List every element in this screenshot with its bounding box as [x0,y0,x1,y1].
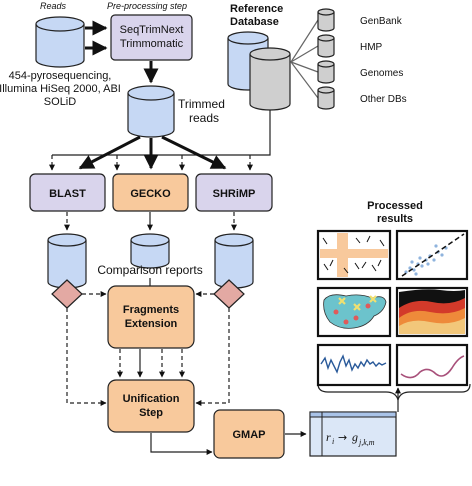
other-dbs-label: Other DBs [360,94,407,105]
shrimp-box [195,173,273,212]
trimmed-label-2: reads [189,111,219,125]
scatter-trend-icon [395,229,469,281]
platform-line-1: 454-pyrosequencing, [9,70,112,82]
genbank-label: GenBank [360,16,403,27]
fragments-label-1: Fragments [123,304,179,316]
reads-caption: Reads [40,1,67,11]
blast-box [29,173,106,212]
formula-arrow: → [338,431,347,444]
blast-label: BLAST [49,188,86,200]
formula-left-sub: i [332,437,334,446]
gecko-box [112,173,189,212]
formula-left: r [326,430,331,444]
reference-label-1: Reference [230,3,283,15]
genomes-label: Genomes [360,68,403,79]
platform-line-2: Illumina HiSeq 2000, ABI [0,83,121,95]
processed-label-2: results [377,213,413,225]
mapping-table: r i → g j,k,m [309,411,397,457]
gecko-report-cylinder-icon [130,233,170,269]
trimmomatic-label: Trimmomatic [120,38,184,50]
seqtrimnext-label: SeqTrimNext [120,24,184,36]
unification-label-2: Step [139,407,163,419]
gmap-box [213,409,285,459]
shrimp-report-cylinder-icon [214,233,254,289]
hmp-label: HMP [360,42,383,53]
preprocessing-box [110,14,193,61]
other-dbs-cylinder-icon [317,86,335,110]
noisy-line-icon [316,343,392,387]
genbank-cylinder-icon [317,8,335,32]
map-markers-icon [316,286,392,338]
formula-right-sub: j,k,m [358,438,375,447]
trimmed-label-1: Trimmed [178,97,225,111]
gecko-label: GECKO [130,188,171,200]
processed-label-1: Processed [367,200,423,212]
smooth-line-icon [395,343,469,387]
hmp-cylinder-icon [317,34,335,58]
gmap-label: GMAP [233,429,266,441]
formula-right: g [352,430,358,444]
unification-step-box [107,379,195,433]
platform-line-3: SOLiD [44,96,76,108]
reference-gray-cylinder-icon [249,47,291,111]
reference-label-2: Database [230,16,279,28]
genomes-cylinder-icon [317,60,335,84]
preprocessing-caption: Pre-processing step [107,1,187,11]
bar-overlay-icon [316,229,392,281]
stacked-area-icon [395,286,469,338]
unification-label-1: Unification [123,393,180,405]
reads-cylinder-icon [35,16,85,68]
fragments-extension-box [107,285,195,349]
comparison-reports-label: Comparison reports [97,263,202,277]
shrimp-label: SHRiMP [213,188,256,200]
trimmed-reads-cylinder-icon [127,85,175,138]
results-brace [317,383,471,401]
fragments-label-2: Extension [125,318,178,330]
